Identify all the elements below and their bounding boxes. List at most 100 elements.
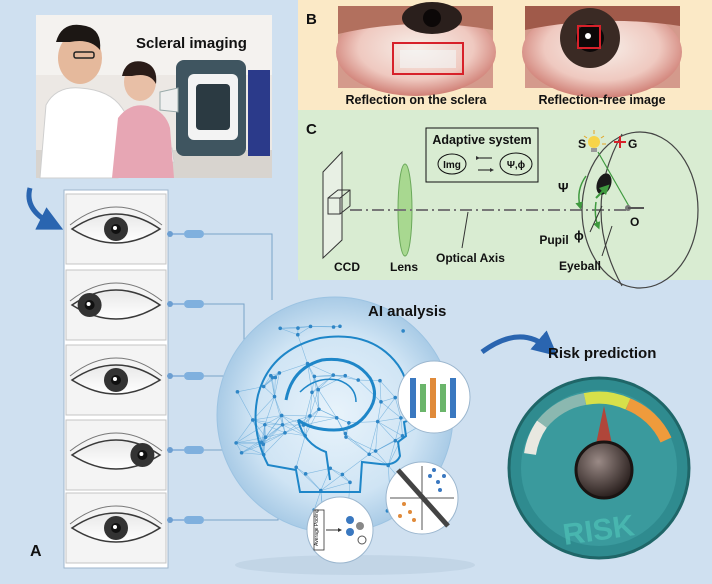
network-node: [338, 324, 342, 329]
network-node: [343, 431, 348, 436]
network-node: [261, 384, 266, 389]
network-node: [393, 395, 398, 400]
network-node: [294, 465, 298, 470]
network-node: [340, 472, 345, 477]
network-node: [378, 378, 382, 383]
scleral-reflection-image: [336, 2, 496, 96]
panel-a-letter: A: [30, 543, 42, 560]
scatter-classifier-inset: [385, 461, 459, 535]
network-node: [308, 324, 313, 329]
network-node: [312, 374, 317, 379]
ccd-label: CCD: [334, 260, 360, 274]
connector-plug: [184, 300, 204, 308]
network-node: [235, 390, 240, 394]
network-node: [277, 371, 282, 375]
network-node: [283, 430, 287, 435]
eye-thumbnail: [65, 419, 167, 491]
network-node: [272, 394, 277, 399]
psi-label: Ψ: [558, 180, 569, 195]
optical-axis-label: Optical Axis: [436, 251, 505, 265]
connector-node: [167, 301, 173, 307]
network-node: [234, 441, 238, 445]
network-node: [393, 438, 398, 443]
connector-node: [167, 447, 173, 453]
network-node: [239, 450, 244, 455]
scleral-imaging-photo: [36, 15, 272, 179]
img-label: Img: [443, 160, 461, 171]
cnn-architecture-inset: [397, 360, 471, 434]
network-node: [401, 329, 405, 333]
eyeball-label: Eyeball: [559, 259, 601, 273]
connector-wire: [204, 233, 273, 300]
params-label: Ψ,ϕ: [507, 160, 526, 171]
network-node: [316, 387, 321, 392]
gaze-cross-icon: [614, 136, 626, 148]
connector-node: [167, 231, 173, 237]
connector-plug: [184, 516, 204, 524]
network-node: [375, 419, 380, 424]
network-node: [263, 435, 268, 440]
optical-axis-pointer: [461, 211, 469, 249]
average-pooling-inset: [306, 496, 374, 564]
network-node: [343, 373, 348, 378]
average-pooling-label: Average Pooling: [314, 509, 320, 546]
network-node: [356, 378, 361, 382]
head-silhouette: [254, 335, 418, 493]
pupil-label: Pupil: [539, 233, 568, 247]
eye-thumbnail: [65, 269, 167, 341]
ai-analysis-label: AI analysis: [368, 303, 446, 320]
network-node: [348, 480, 352, 485]
reflection-free-image: [522, 6, 682, 98]
network-node: [278, 326, 283, 331]
panel-c-letter: C: [306, 121, 317, 138]
eye-thumbnail: [65, 193, 167, 265]
eye-thumbnail: [65, 344, 167, 416]
adaptive-system-box: [425, 127, 539, 183]
network-node: [279, 413, 284, 418]
network-node: [263, 422, 267, 427]
network-node: [317, 407, 321, 412]
network-node: [268, 373, 273, 378]
network-node: [261, 442, 266, 447]
network-node: [250, 418, 255, 422]
panel-b-letter: B: [306, 11, 317, 28]
photo-title: Scleral imaging: [136, 35, 247, 52]
network-node: [331, 373, 336, 377]
network-node: [331, 325, 336, 329]
network-node: [379, 400, 383, 404]
network-node: [280, 422, 285, 427]
ccd-sensor: [322, 150, 351, 260]
network-node: [303, 472, 308, 476]
eyeball-diagram: [575, 131, 699, 289]
network-node: [344, 435, 348, 439]
network-node: [273, 375, 278, 380]
adaptive-system-title: Adaptive system: [432, 133, 531, 147]
connector-plug: [184, 446, 204, 454]
g-label: G: [628, 137, 637, 151]
phi-label: ϕ: [574, 228, 584, 243]
arrow-to-risk: [480, 330, 558, 357]
connector-plug: [184, 230, 204, 238]
connector-node: [167, 373, 173, 379]
network-node: [399, 416, 403, 420]
network-node: [296, 332, 300, 337]
reflection-sclera-caption: Reflection on the sclera: [345, 93, 487, 107]
network-node: [347, 421, 351, 425]
network-node: [308, 414, 312, 418]
lens-label: Lens: [390, 260, 418, 274]
network-node: [373, 449, 378, 453]
risk-gauge: [507, 376, 691, 560]
network-node: [367, 452, 371, 457]
risk-prediction-label: Risk prediction: [548, 345, 656, 362]
network-node: [296, 326, 300, 330]
curved-arrow-to-eyes: [26, 187, 64, 230]
o-label: O: [630, 215, 639, 229]
light-source-icon: [582, 130, 606, 152]
eye-thumbnail: [65, 492, 167, 564]
connector-node: [167, 517, 173, 523]
network-node: [334, 416, 339, 420]
s-label: S: [578, 137, 586, 151]
reflection-free-caption: Reflection-free image: [538, 93, 665, 107]
